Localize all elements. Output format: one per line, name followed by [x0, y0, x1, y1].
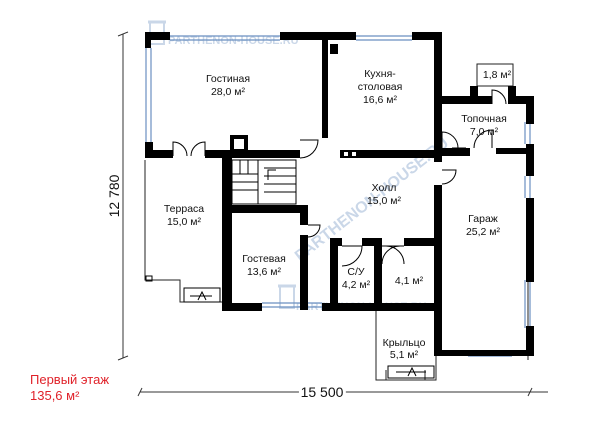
height-dimension-label: 12 780	[106, 174, 122, 217]
kitchen-name-line1: Кухня-	[364, 68, 396, 80]
porch-area: 5,1 м²	[390, 349, 419, 361]
terrace-steps	[183, 287, 221, 303]
terrace-area: 15,0 м²	[167, 216, 202, 228]
height-dimension-line	[117, 31, 129, 361]
boiler-room-area: 7,0 м²	[470, 126, 499, 138]
hall-area: 15,0 м²	[367, 195, 402, 207]
boiler-room-name: Топочная	[461, 113, 507, 125]
walls	[145, 32, 534, 356]
wc-name: С/У	[347, 266, 365, 278]
kitchen-name-line2: столовая	[358, 81, 403, 93]
floor-total-area: 135,6 м²	[30, 388, 80, 403]
garage-area: 25,2 м²	[466, 226, 501, 238]
watermark-logo-bottom	[278, 284, 296, 309]
terrace-post	[145, 275, 153, 282]
storage-area: 4,1 м²	[395, 275, 424, 287]
staircase	[231, 159, 297, 205]
guest-room-name: Гостевая	[242, 253, 286, 265]
living-room-name: Гостиная	[206, 73, 250, 85]
door-swings	[172, 89, 507, 267]
watermark-top: PARTHENON-HOUSE.RU	[168, 35, 299, 47]
small-boiler-area: 1,8 м²	[483, 69, 512, 81]
kitchen-area: 16,6 м²	[363, 94, 398, 106]
terrace-name: Терраса	[164, 203, 204, 215]
width-dimension-label: 15 500	[301, 384, 344, 400]
kitchen-counter	[340, 150, 366, 158]
guest-room-area: 13,6 м²	[247, 266, 282, 278]
windows	[145, 35, 531, 357]
wc-area: 4,2 м²	[342, 279, 371, 291]
width-dimension-line	[137, 387, 548, 397]
porch-steps	[387, 365, 435, 379]
hall-name: Холл	[372, 182, 397, 194]
floor-summary: Первый этаж 135,6 м²	[30, 372, 109, 404]
garage-name: Гараж	[468, 213, 498, 225]
living-room-area: 28,0 м²	[211, 86, 246, 98]
porch-name: Крыльцо	[383, 337, 426, 349]
floor-title: Первый этаж	[30, 372, 110, 387]
